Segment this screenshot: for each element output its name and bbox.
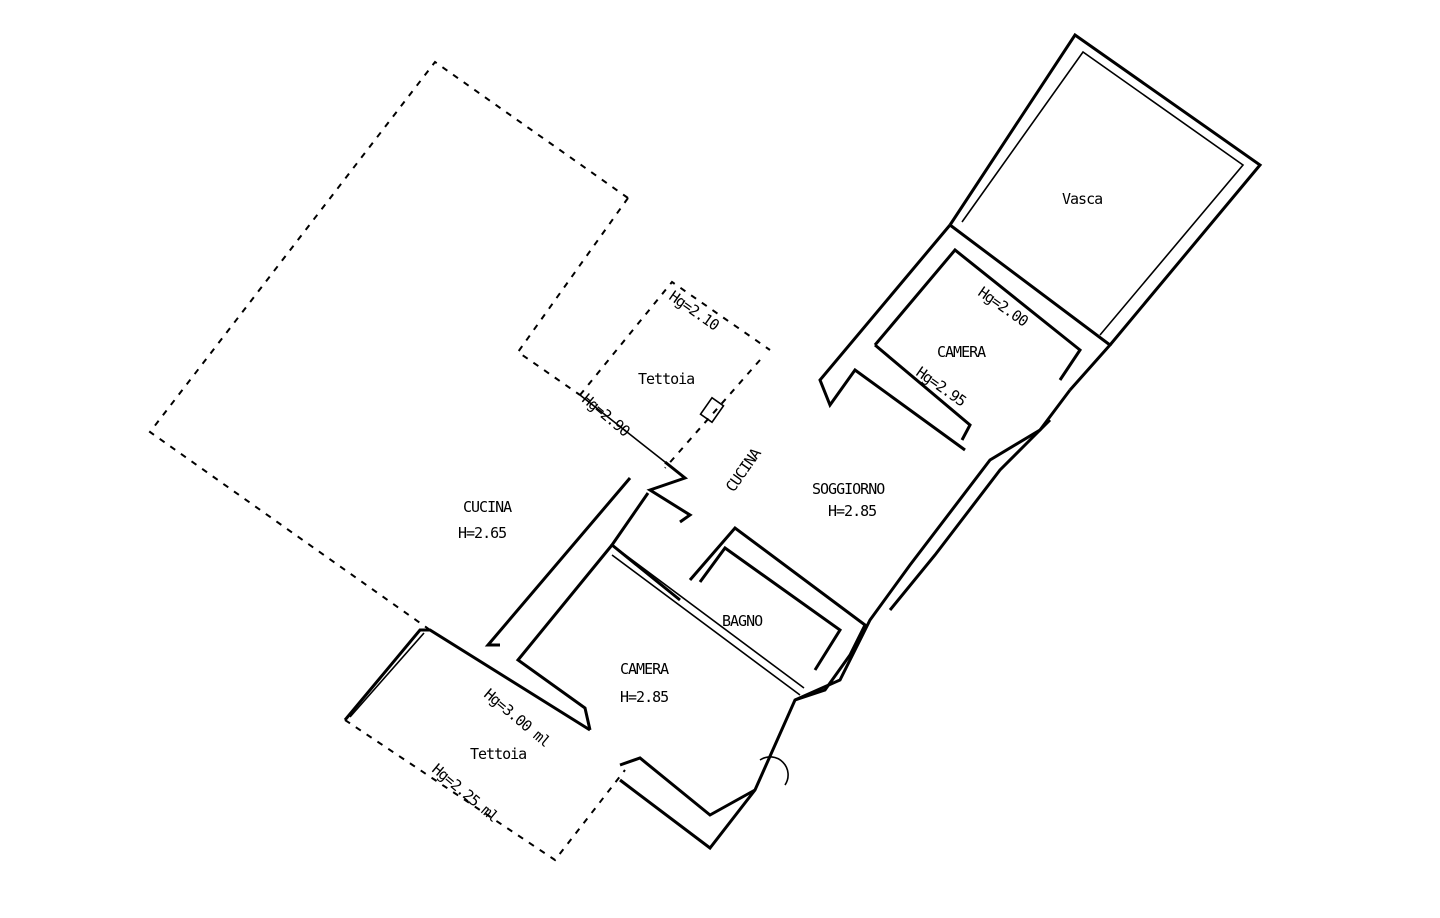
label-camera-bottom: CAMERA (620, 660, 669, 678)
tettoia-bottom-double (349, 632, 425, 718)
label-bagno: BAGNO (722, 612, 763, 630)
fixture-shape (759, 756, 789, 786)
label-soggiorno-height: H=2.85 (828, 502, 877, 520)
camera-top-left-wall (818, 224, 966, 452)
outer-wall-east-inner (888, 418, 1052, 611)
label-camera-top: CAMERA (937, 343, 986, 361)
label-cucina: CUCINA (463, 498, 512, 516)
label-soggiorno: SOGGIORNO (812, 480, 885, 498)
label-tettoia-top: Tettoia (638, 370, 695, 388)
bagno-partition-double-2 (615, 547, 805, 689)
bagno-inner-wall (698, 545, 843, 671)
bagno-partition-double (611, 554, 801, 696)
camera-top-outer-wall (949, 223, 1113, 391)
camera-bottom-wall (515, 544, 614, 731)
tettoia-top-edge (579, 394, 666, 463)
tettoia-bottom-dashed (344, 719, 626, 862)
wall-cucina-divider (646, 460, 693, 524)
label-tettoia-bottom: Tettoia (470, 745, 527, 763)
cucina-dashed-notch (516, 197, 629, 396)
camera-bottom-south-wall (619, 756, 756, 817)
tettoia-top-dashed (579, 280, 771, 396)
chimney-box (699, 396, 725, 424)
tettoia-bottom-wall (343, 628, 591, 732)
label-cucina-height: H=2.65 (458, 524, 507, 542)
label-camera-bottom-height: H=2.85 (620, 688, 669, 706)
label-vasca: Vasca (1062, 190, 1103, 208)
wall-cucina-west (484, 477, 632, 647)
outer-wall-east (619, 389, 1072, 851)
vasca-inner-wall (961, 50, 1245, 336)
camera-top-lower-wall (874, 343, 972, 441)
bagno-wall (688, 525, 867, 702)
tettoia-top-dashed-right (664, 359, 761, 469)
camera-top-inner-wall (873, 247, 1083, 381)
vasca-outer-wall (948, 32, 1263, 346)
cucina-dashed-outline (148, 60, 629, 631)
wall-camera-bottom-north (609, 492, 681, 602)
